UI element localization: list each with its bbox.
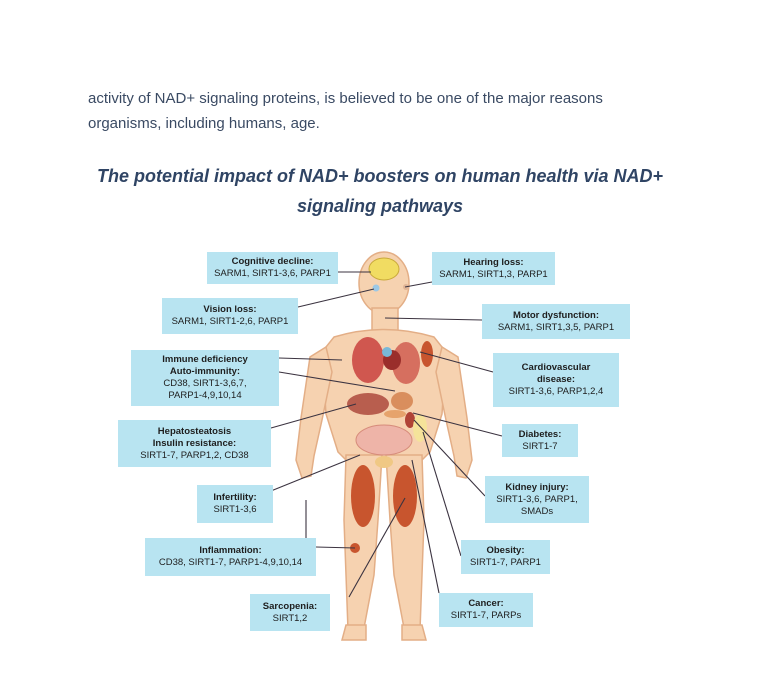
cardiovascular-title-line-2: disease: bbox=[536, 374, 576, 385]
hearing-loss-title: Hearing loss: bbox=[463, 256, 524, 268]
vision-loss-box: Vision loss: SARM1, SIRT1-2,6, PARP1 bbox=[162, 298, 298, 334]
obesity-box: Obesity: SIRT1-7, PARP1 bbox=[461, 540, 550, 574]
cancer-detail: SIRT1-7, PARPs bbox=[450, 610, 522, 621]
vision-loss-title: Vision loss: bbox=[203, 304, 257, 315]
cognitive-decline-title: Cognitive decline: bbox=[231, 256, 314, 267]
obesity-detail: SIRT1-7, PARP1 bbox=[470, 557, 541, 568]
liver-shape bbox=[347, 393, 389, 415]
hepatosteatosis-title: Hepatosteatosis bbox=[157, 425, 232, 437]
inflammation-box: Inflammation: CD38, SIRT1-7, PARP1-4,9,1… bbox=[145, 538, 316, 576]
cancer-box: Cancer: SIRT1-7, PARPs bbox=[439, 593, 533, 627]
motor-dysfunction-detail: SARM1, SIRT1,3,5, PARP1 bbox=[497, 321, 615, 333]
kidney-injury-box: Kidney injury: SIRT1-3,6, PARP1, SMADs bbox=[485, 476, 589, 523]
cancer-title: Cancer: bbox=[468, 598, 504, 609]
immune-deficiency-title: Immune deficiency bbox=[162, 354, 248, 365]
eye-shape bbox=[372, 284, 380, 292]
diabetes-title: Diabetes: bbox=[518, 428, 562, 440]
inflammation-detail: CD38, SIRT1-7, PARP1-4,9,10,14 bbox=[158, 557, 303, 568]
motor-dysfunction-title: Motor dysfunction: bbox=[512, 309, 599, 321]
immune-detail-line-2: PARP1-4,9,10,14 bbox=[168, 390, 242, 401]
hepatosteatosis-detail: SIRT1-7, PARP1,2, CD38 bbox=[140, 449, 249, 461]
figure-title-line-1: The potential impact of NAD+ boosters on… bbox=[96, 166, 664, 186]
kidney-injury-title: Kidney injury: bbox=[505, 481, 569, 493]
kidney-injury-detail-line-1: SIRT1-3,6, PARP1, bbox=[496, 493, 578, 505]
sarcopenia-detail: SIRT1,2 bbox=[272, 612, 308, 624]
motor-dysfunction-box: Motor dysfunction: SARM1, SIRT1,3,5, PAR… bbox=[482, 304, 630, 339]
cardiovascular-title-line-1: Cardiovascular bbox=[521, 362, 591, 373]
inflammation-title: Inflammation: bbox=[199, 545, 262, 556]
brain-shape bbox=[368, 257, 400, 281]
diabetes-detail: SIRT1-7 bbox=[522, 440, 558, 452]
left-thigh-muscle bbox=[351, 465, 375, 527]
reproductive-shape bbox=[375, 456, 393, 468]
cognitive-decline-detail: SARM1, SIRT1-3,6, PARP1 bbox=[214, 268, 331, 279]
right-lung-shape bbox=[392, 342, 420, 384]
hearing-loss-box: Hearing loss: SARM1, SIRT1,3, PARP1 bbox=[432, 252, 555, 285]
infertility-detail: SIRT1-3,6 bbox=[213, 504, 257, 515]
right-thigh-muscle bbox=[393, 465, 417, 527]
sarcopenia-title: Sarcopenia: bbox=[262, 600, 318, 612]
thymus-shape bbox=[382, 347, 392, 357]
auto-immunity-title: Auto-immunity: bbox=[169, 366, 241, 377]
sarcopenia-box: Sarcopenia: SIRT1,2 bbox=[250, 594, 330, 631]
leader-lines bbox=[260, 271, 503, 598]
infertility-title: Infertility: bbox=[213, 492, 257, 503]
figure-title-line-2: signaling pathways bbox=[296, 196, 464, 216]
hepatosteatosis-box: Hepatosteatosis Insulin resistance: SIRT… bbox=[118, 420, 271, 467]
kidney-injury-detail-line-2: SMADs bbox=[520, 505, 554, 517]
immune-deficiency-box: Immune deficiency Auto-immunity: CD38, S… bbox=[131, 350, 279, 406]
cardiovascular-detail: SIRT1-3,6, PARP1,2,4 bbox=[508, 386, 604, 397]
diabetes-box: Diabetes: SIRT1-7 bbox=[502, 424, 578, 457]
insulin-resistance-title: Insulin resistance: bbox=[152, 437, 237, 449]
pancreas-shape bbox=[384, 410, 406, 418]
intestine-shape bbox=[355, 424, 413, 456]
cardiovascular-box: Cardiovascular disease: SIRT1-3,6, PARP1… bbox=[493, 353, 619, 407]
paragraph-line-2: organisms, including humans, age. bbox=[88, 115, 320, 132]
immune-detail-line-1: CD38, SIRT1-3,6,7, bbox=[163, 378, 247, 389]
obesity-title: Obesity: bbox=[486, 545, 525, 556]
figure-title: The potential impact of NAD+ boosters on… bbox=[40, 161, 720, 221]
infertility-box: Infertility: SIRT1-3,6 bbox=[197, 485, 273, 523]
hearing-loss-detail: SARM1, SIRT1,3, PARP1 bbox=[439, 268, 548, 280]
cognitive-decline-box: Cognitive decline: SARM1, SIRT1-3,6, PAR… bbox=[207, 252, 338, 284]
paragraph-line-1: activity of NAD+ signaling proteins, is … bbox=[88, 90, 603, 107]
organs bbox=[347, 257, 433, 553]
left-lung-shape bbox=[352, 337, 384, 383]
intro-paragraph: activity of NAD+ signaling proteins, is … bbox=[88, 86, 728, 136]
stomach-shape bbox=[391, 392, 413, 410]
vision-loss-detail: SARM1, SIRT1-2,6, PARP1 bbox=[171, 316, 289, 327]
kidney-shape bbox=[405, 412, 415, 428]
